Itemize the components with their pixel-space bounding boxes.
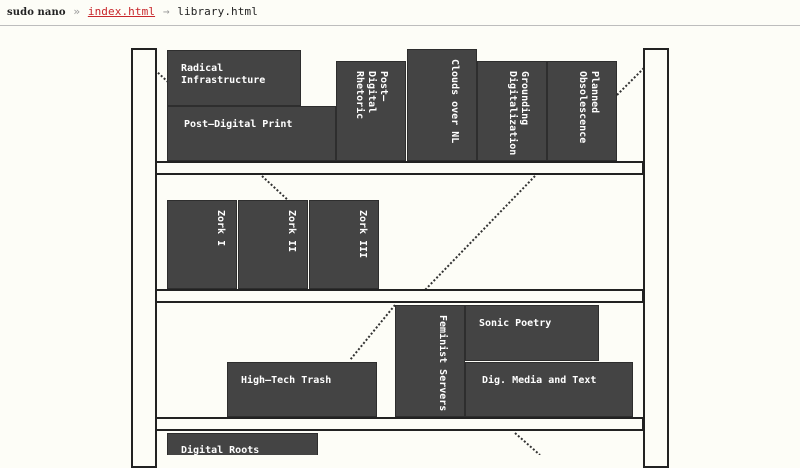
book-title: Feminist Servers	[437, 315, 448, 412]
book-digital-roots[interactable]: Digital Roots	[167, 433, 318, 456]
book-post-digital-print[interactable]: Post–Digital Print	[167, 106, 336, 161]
book-title: Zork I	[215, 210, 226, 247]
shelf-board-2	[155, 289, 644, 303]
breadcrumb: sudo nano » index.html → library.html	[7, 5, 258, 18]
shelf-board-3	[155, 417, 644, 431]
arrow-separator: →	[162, 5, 170, 18]
book-title: Zork III	[357, 210, 368, 259]
book-zork-1[interactable]: Zork I	[167, 200, 237, 289]
book-grounding-digitalization[interactable]: Grounding Digitalization	[477, 61, 547, 161]
book-title: Post–Digital Print	[184, 119, 293, 130]
book-zork-3[interactable]: Zork III	[309, 200, 379, 289]
book-title: Post–Digital Rhetoric	[354, 71, 389, 120]
book-title: Clouds over NL	[449, 59, 460, 144]
book-title: Dig. Media and Text	[482, 375, 597, 386]
left-post	[131, 48, 157, 468]
book-title: High–Tech Trash	[241, 375, 332, 386]
bookshelf: Radical Infrastructure Post–Digital Prin…	[131, 48, 669, 468]
top-bar: sudo nano » index.html → library.html	[0, 0, 800, 26]
shelf-bracing	[154, 67, 645, 455]
book-title: Radical Infrastructure	[181, 63, 266, 86]
book-high-tech-trash[interactable]: High–Tech Trash	[227, 362, 377, 417]
book-title: Sonic Poetry	[479, 318, 552, 329]
book-title: Zork II	[286, 210, 297, 253]
breadcrumb-separator: »	[73, 5, 81, 18]
book-feminist-servers[interactable]: Feminist Servers	[395, 305, 465, 417]
current-page-label: library.html	[177, 5, 258, 18]
command-label: sudo nano	[7, 7, 66, 18]
right-post	[643, 48, 669, 468]
index-link[interactable]: index.html	[87, 5, 156, 18]
shelf-board-1	[155, 161, 644, 175]
book-radical-infrastructure[interactable]: Radical Infrastructure	[167, 50, 301, 106]
book-zork-2[interactable]: Zork II	[238, 200, 308, 289]
book-title: Planned Obsolescence	[577, 71, 600, 144]
book-dig-media-and-text[interactable]: Dig. Media and Text	[465, 362, 633, 417]
book-clouds-over-nl[interactable]: Clouds over NL	[407, 49, 477, 161]
book-planned-obsolescence[interactable]: Planned Obsolescence	[547, 61, 617, 161]
book-sonic-poetry[interactable]: Sonic Poetry	[465, 305, 599, 361]
book-title: Grounding Digitalization	[507, 71, 530, 156]
book-post-digital-rhetoric[interactable]: Post–Digital Rhetoric	[336, 61, 406, 161]
book-title: Digital Roots	[181, 445, 260, 456]
